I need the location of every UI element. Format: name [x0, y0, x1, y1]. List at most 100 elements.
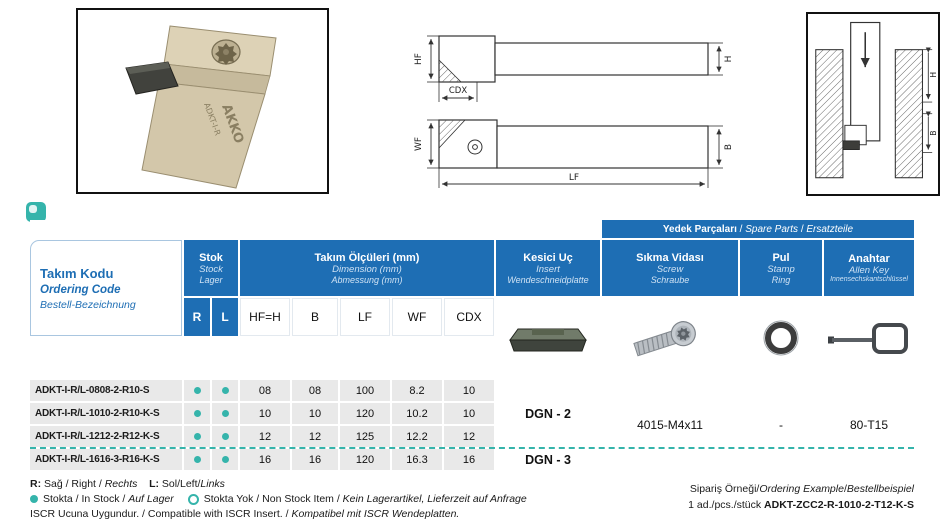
screw-header: Sıkma Vidası Screw Schraube [602, 240, 738, 296]
dim-label-b-side: B [724, 144, 734, 150]
screw-header-en: Screw [656, 263, 684, 275]
ordering-example-line: 1 ad./pcs./stück ADKT-ZCC2-R-1010-2-T12-… [688, 499, 914, 511]
ordering-code-header-tr: Takım Kodu [40, 265, 114, 281]
in-stock-dot [193, 433, 201, 440]
washer-image [740, 298, 822, 378]
stock-header-en: Stock [199, 263, 223, 275]
ordering-code: ADKT-I-R/L-1616-3-R16-K-S [30, 449, 182, 470]
dim-label-h-op: H [929, 72, 938, 78]
screw-code: 4015-M4x11 [602, 380, 738, 470]
col-header-wf: WF [392, 298, 442, 336]
stamp-header-de: Ring [771, 274, 791, 285]
dimensions-header-de: Abmessung (mm) [331, 274, 403, 285]
stock-dot-r [184, 449, 210, 470]
dim-label-wf: WF [414, 137, 424, 151]
note-non-stock: Stokta Yok / Non Stock Item / Kein Lager… [203, 493, 527, 505]
dim-label-lf: LF [569, 173, 579, 183]
in-stock-dot [30, 495, 38, 504]
stock-dot-l [212, 449, 238, 470]
in-stock-dot [193, 410, 201, 417]
insert-tip [842, 140, 860, 150]
col-header-l: L [212, 298, 238, 336]
value-b: 08 [292, 380, 338, 401]
dim-label-hf: HF [414, 53, 424, 65]
value-lf: 100 [340, 380, 390, 401]
stock-dot-l [212, 380, 238, 401]
value-lf: 125 [340, 426, 390, 447]
ordering-code-header-en: Ordering Code [40, 283, 121, 296]
allen-key-image [824, 298, 914, 378]
stamp-header-tr: Pul [772, 251, 790, 264]
product-table: Yedek Parçaları / Spare Parts / Ersatzte… [30, 220, 914, 470]
in-stock-dot [193, 387, 201, 394]
value-hf: 12 [240, 426, 290, 447]
value-b: 12 [292, 426, 338, 447]
col-header-b: B [292, 298, 338, 336]
ordering-code-header-de: Bestell-Bezeichnung [40, 298, 136, 311]
insert-header-tr: Kesici Uç [523, 251, 573, 264]
note-right-left: R: Sağ / Right / Rechts L: Sol/Left/Link… [30, 478, 225, 490]
dim-label-b-op: B [929, 130, 938, 135]
value-wf: 12.2 [392, 426, 442, 447]
insert-header-de: Wendeschneidplatte [507, 274, 589, 285]
allen-key-header-de: Innensechskantschlüssel [830, 276, 908, 283]
in-stock-dot [193, 456, 201, 463]
footnotes: R: Sağ / Right / Rechts L: Sol/Left/Link… [30, 477, 527, 522]
ordering-example: Sipariş Örneği/Ordering Example/Bestellb… [688, 481, 914, 513]
insert-image [496, 298, 600, 378]
insert-code-dgn2: DGN - 2 [496, 380, 600, 447]
stamp-header: Pul Stamp Ring [740, 240, 822, 296]
stock-dot-r [184, 426, 210, 447]
in-stock-dot [221, 387, 229, 394]
col-header-hf: HF=H [240, 298, 290, 336]
value-wf: 10.2 [392, 403, 442, 424]
allen-key-code: 80-T15 [824, 380, 914, 470]
workpiece-right-wall [894, 49, 924, 179]
insert-header: Kesici Uç Insert Wendeschneidplatte [496, 240, 600, 296]
workpiece-left-wall [815, 49, 844, 179]
note-iscr: ISCR Ucuna Uygundur. / Compatible with I… [30, 508, 460, 520]
ordering-code: ADKT-I-R/L-1010-2-R10-K-S [30, 403, 182, 424]
application-drawing: H B [806, 12, 940, 196]
section-accent-icon [26, 202, 46, 222]
allen-key-header-tr: Anahtar [848, 253, 890, 265]
non-stock-circle-icon [187, 493, 199, 505]
insert-header-en: Insert [536, 263, 560, 275]
value-hf: 16 [240, 449, 290, 470]
value-b: 10 [292, 403, 338, 424]
value-cdx: 16.3 [392, 449, 442, 470]
screw-header-de: Schraube [650, 274, 690, 285]
col-header-r: R [184, 298, 210, 336]
value-hf: 08 [240, 380, 290, 401]
value-cdx: 10 [444, 380, 494, 401]
value-b: 16 [292, 449, 338, 470]
in-stock-dot [221, 456, 229, 463]
value-lf: 120 [340, 403, 390, 424]
tool-photo-illustration: AKKO ADKT-I-R [125, 25, 277, 189]
dimensions-header-en: Dimension (mm) [332, 263, 402, 275]
screw-image [602, 298, 738, 378]
allen-key-header-en: Allen Key [848, 265, 890, 276]
value-wf: 8.2 [392, 380, 442, 401]
stock-dot-r [184, 380, 210, 401]
insert-code-dgn3: DGN - 3 [496, 449, 600, 470]
stock-header-de: Lager [199, 274, 223, 285]
dim-label-cdx: CDX [449, 86, 467, 96]
value-cdx: 10 [444, 403, 494, 424]
stamp-code: - [740, 380, 822, 470]
ordering-code: ADKT-I-R/L-1212-2-R12-K-S [30, 426, 182, 447]
value-cdx: 16 [444, 449, 494, 470]
stock-dot-r [184, 403, 210, 424]
ordering-code: ADKT-I-R/L-0808-2-R10-S [30, 380, 182, 401]
stamp-header-en: Stamp [767, 263, 795, 275]
stock-dot-l [212, 426, 238, 447]
value-hf: 10 [240, 403, 290, 424]
allen-key-header: Anahtar Allen Key Innensechskantschlüsse… [824, 240, 914, 296]
dimensions-header: Takım Ölçüleri (mm) Dimension (mm) Abmes… [240, 240, 494, 296]
in-stock-dot [221, 433, 229, 440]
stock-header: Stok Stock Lager [184, 240, 238, 296]
screw-header-tr: Sıkma Vidası [636, 251, 704, 264]
col-header-lf: LF [340, 298, 390, 336]
